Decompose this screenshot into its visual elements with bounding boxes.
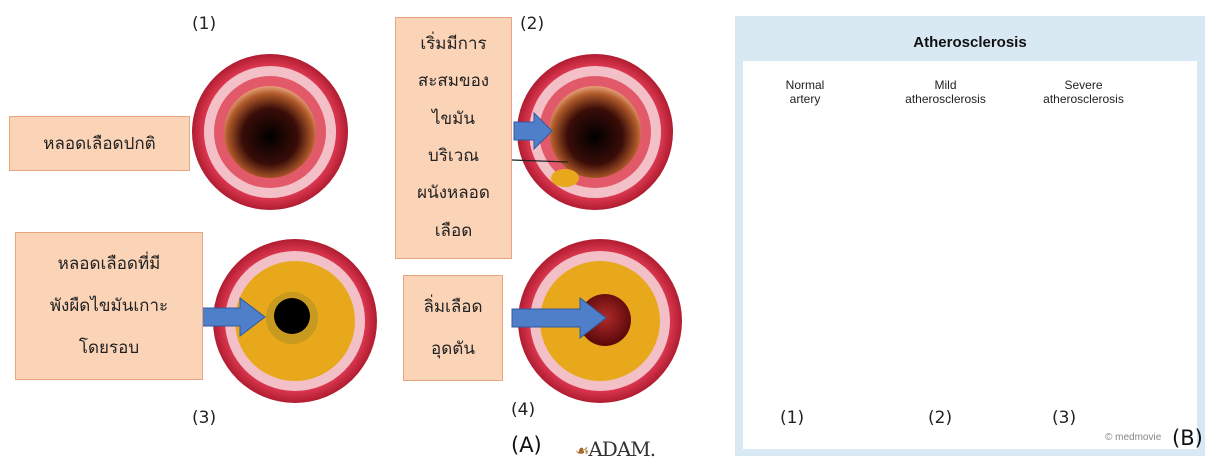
step-number-2: (2) [520,14,544,34]
section-number-2: (2) [928,408,952,428]
artery-normal [192,54,348,210]
label-fat-start: เริ่มมีการ สะสมของ ไขมัน บริเวณ ผนังหลอด… [395,17,512,259]
adam-logo: ☙ADAM. [575,437,655,461]
credit-text: © medmovie [1105,432,1161,443]
panel-letter-a: (A) [511,433,542,457]
label-plaque: หลอดเลือดที่มี พังผืดไขมันเกาะ โดยรอบ [15,232,203,380]
panel-b-title: Atherosclerosis [735,34,1205,51]
step-number-1: (1) [192,14,216,34]
step-number-3: (3) [192,408,216,428]
section-number-1: (1) [780,408,804,428]
col-label-mild: Mild atherosclerosis [888,78,1003,107]
panel-letter-b: (B) [1172,426,1203,450]
section-number-3: (3) [1052,408,1076,428]
label-normal-artery: หลอดเลือดปกติ [9,116,190,171]
step-number-4: (4) [511,400,535,420]
col-label-normal: Normal artery [765,78,845,107]
col-label-severe: Severe atherosclerosis [1026,78,1141,107]
panel-b-illustration-area [743,61,1197,449]
label-clot: ลิ่มเลือด อุดตัน [403,275,503,381]
